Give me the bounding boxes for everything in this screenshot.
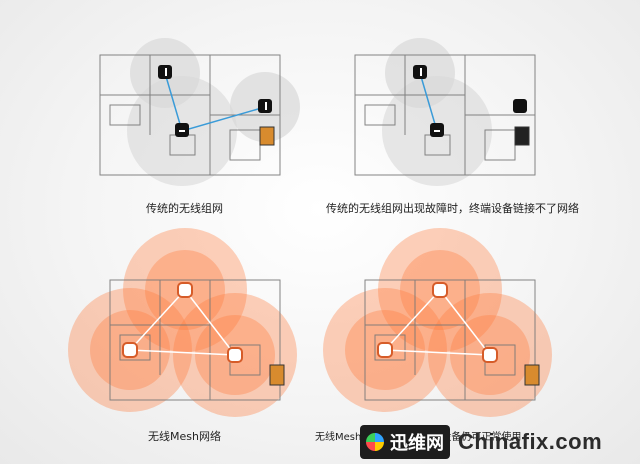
mesh-network-panel: [68, 228, 310, 417]
caption-traditional-failure: 传统的无线组网出现故障时，终端设备链接不了网络: [326, 202, 579, 215]
phone-icon: [524, 364, 540, 386]
mesh-node-icon: [122, 282, 243, 363]
phone-icon: [269, 364, 285, 386]
caption-mesh-network: 无线Mesh网络: [148, 430, 221, 443]
router-icon: [413, 65, 527, 137]
caption-traditional-network: 传统的无线组网: [146, 202, 223, 215]
mesh-failure-diagram: [323, 228, 552, 417]
traditional-failure-diagram: [354, 38, 536, 186]
traditional-network-diagram: [99, 38, 300, 186]
phone-icon: [259, 126, 275, 146]
mesh-network-diagram: [68, 228, 297, 417]
watermark: 迅维网 Chinafix.com: [360, 420, 640, 464]
router-icon: [158, 65, 272, 137]
chinafix-logo-icon: [366, 433, 384, 451]
watermark-badge-text: 迅维网: [390, 433, 444, 454]
traditional-failure-panel: [345, 35, 565, 195]
link-line: [419, 72, 438, 132]
traditional-network-panel: [90, 35, 310, 195]
phone-offline-icon: [514, 126, 530, 146]
mesh-failure-panel: [323, 228, 560, 417]
watermark-site: Chinafix.com: [458, 429, 603, 454]
watermark-badge: 迅维网: [360, 425, 450, 459]
mesh-node-icon: [377, 282, 498, 363]
